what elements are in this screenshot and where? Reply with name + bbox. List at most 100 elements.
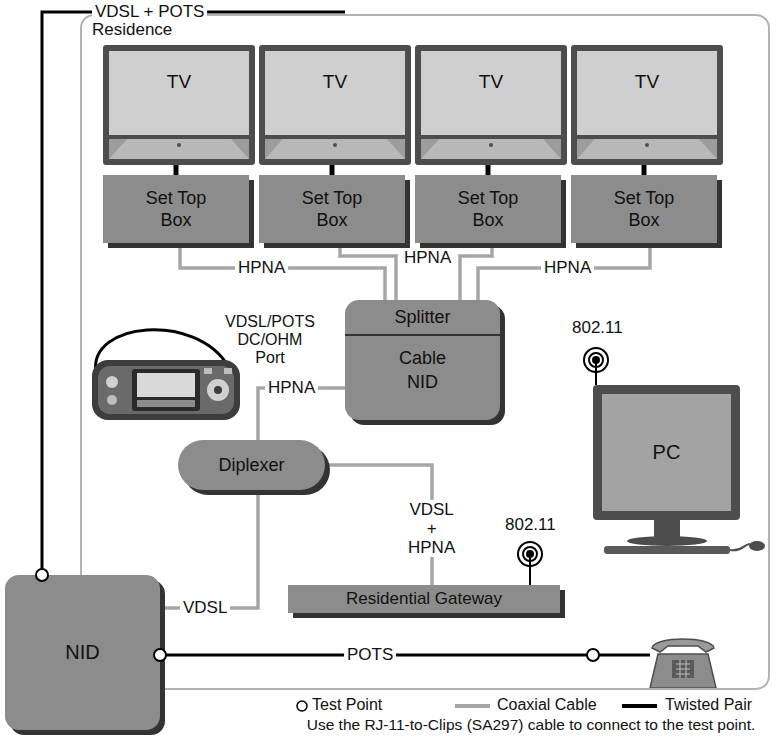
test-set-device-part bbox=[92, 360, 240, 420]
test-set-device-part bbox=[132, 369, 200, 411]
set-top-box: Set Top Box bbox=[571, 175, 717, 243]
wireless-label: 802.11 bbox=[569, 318, 626, 338]
test-set-device-part bbox=[224, 368, 232, 374]
test-set-device-part bbox=[137, 373, 195, 397]
splitter-box: SplitterCable NID bbox=[345, 300, 500, 420]
tv-screen-part bbox=[577, 51, 717, 135]
tv-screen-part bbox=[489, 143, 493, 147]
antenna-icon-part bbox=[595, 362, 597, 385]
connector bbox=[330, 165, 335, 175]
label-text: VDSL/POTS DC/OHM Port bbox=[225, 313, 315, 367]
connector bbox=[478, 243, 650, 300]
tv-screen-part bbox=[109, 51, 249, 135]
twisted-pair-line-part bbox=[160, 654, 650, 657]
edge-label: HPNA bbox=[235, 258, 288, 278]
pc-stand-keyboard-part bbox=[604, 546, 730, 554]
node-text: Residence bbox=[92, 20, 172, 40]
test-set-device-part bbox=[204, 368, 212, 374]
pc-monitor: PC bbox=[593, 385, 740, 520]
set-top-box: Set Top Box bbox=[415, 175, 561, 243]
telephone-icon-part bbox=[650, 654, 716, 688]
edge-label: VDSL + HPNA bbox=[405, 500, 458, 557]
pc-stand-keyboard-part bbox=[730, 544, 750, 550]
test-set-device bbox=[92, 360, 240, 420]
test-set-device-part bbox=[98, 366, 234, 414]
tv-screen-part bbox=[109, 139, 249, 159]
tv-screen-part bbox=[645, 143, 649, 147]
node-text: Cable NID bbox=[388, 346, 458, 394]
node-text: Set Top Box bbox=[131, 187, 221, 231]
tv-screen-part bbox=[421, 139, 561, 159]
caption-note: Use the RJ-11-to-Clips (SA297) cable to … bbox=[286, 716, 776, 734]
test-point bbox=[154, 649, 166, 661]
test-set-device-part bbox=[137, 400, 195, 407]
antenna-icon-part bbox=[527, 551, 533, 557]
nid-box: NID bbox=[5, 575, 160, 730]
legend-text: Twisted Pair bbox=[665, 696, 752, 714]
tv-screen bbox=[415, 45, 567, 165]
legend-sample-part bbox=[297, 701, 307, 711]
edge-label: HPNA bbox=[401, 248, 454, 268]
telephone-icon-part bbox=[652, 639, 714, 652]
tv-screen-part bbox=[265, 139, 405, 159]
edge-label: VDSL bbox=[180, 598, 230, 618]
pc-stand-keyboard-part bbox=[654, 520, 680, 538]
node-text: Splitter bbox=[345, 300, 500, 336]
node-text: PC bbox=[653, 441, 681, 464]
antenna-icon-part bbox=[523, 547, 537, 561]
node-text: Diplexer bbox=[218, 455, 284, 476]
tv-screen-part bbox=[421, 139, 561, 159]
node-text: TV bbox=[571, 45, 723, 93]
connector bbox=[180, 243, 385, 300]
node-text: NID bbox=[65, 641, 99, 664]
tv-screen-part bbox=[109, 139, 249, 159]
node-text: Set Top Box bbox=[443, 187, 533, 231]
line-label: POTS bbox=[344, 645, 396, 665]
residence-region: ResidenceTVTVTVTVSet Top BoxSet Top BoxS… bbox=[80, 14, 770, 690]
node-text: TV bbox=[103, 45, 255, 93]
tv-box: TV bbox=[259, 45, 411, 165]
connector bbox=[160, 490, 258, 608]
connector bbox=[340, 243, 396, 300]
node-text: TV bbox=[415, 45, 567, 93]
wireless-label: 802.11 bbox=[502, 515, 559, 535]
tv-screen-part bbox=[177, 143, 181, 147]
tv-box: TV bbox=[571, 45, 723, 165]
test-point bbox=[587, 649, 599, 661]
tv-box: TV bbox=[415, 45, 567, 165]
tv-screen-part bbox=[577, 139, 717, 159]
antenna-icon-part bbox=[584, 348, 608, 372]
telephone-icon bbox=[650, 639, 716, 688]
set-top-box: Set Top Box bbox=[259, 175, 405, 243]
tv-screen bbox=[571, 45, 723, 165]
test-set-device-part bbox=[107, 395, 117, 405]
gateway-box: Residential Gateway bbox=[288, 585, 560, 613]
connector bbox=[642, 165, 647, 175]
node-text: Set Top Box bbox=[599, 187, 689, 231]
edge-label: HPNA bbox=[541, 258, 594, 278]
connector bbox=[174, 165, 179, 175]
tv-screen-part bbox=[421, 51, 561, 135]
telephone-icon-part bbox=[676, 660, 690, 678]
tv-screen-part bbox=[265, 51, 405, 135]
line-label: VDSL + POTS bbox=[92, 2, 207, 22]
test-set-device-part bbox=[106, 376, 118, 388]
node-text: Residential Gateway bbox=[346, 589, 502, 609]
legend-sample-part bbox=[622, 704, 657, 708]
tv-screen bbox=[103, 45, 255, 165]
tv-box: TV bbox=[103, 45, 255, 165]
pc-stand-keyboard-part bbox=[627, 536, 707, 546]
tv-screen-part bbox=[333, 143, 337, 147]
twisted-pair-line bbox=[42, 12, 650, 655]
diplexer-box: Diplexer bbox=[178, 440, 325, 490]
antenna-icon-part bbox=[593, 357, 599, 363]
antenna-icon-part bbox=[518, 542, 542, 566]
node-text: Set Top Box bbox=[287, 187, 377, 231]
test-set-device-part bbox=[214, 386, 222, 394]
tv-screen-part bbox=[577, 139, 717, 159]
tv-screen bbox=[259, 45, 411, 165]
set-top-box: Set Top Box bbox=[103, 175, 249, 243]
edge-label: HPNA bbox=[265, 378, 318, 398]
legend-text: Coaxial Cable bbox=[497, 696, 597, 714]
pc-stand-keyboard bbox=[604, 520, 765, 554]
